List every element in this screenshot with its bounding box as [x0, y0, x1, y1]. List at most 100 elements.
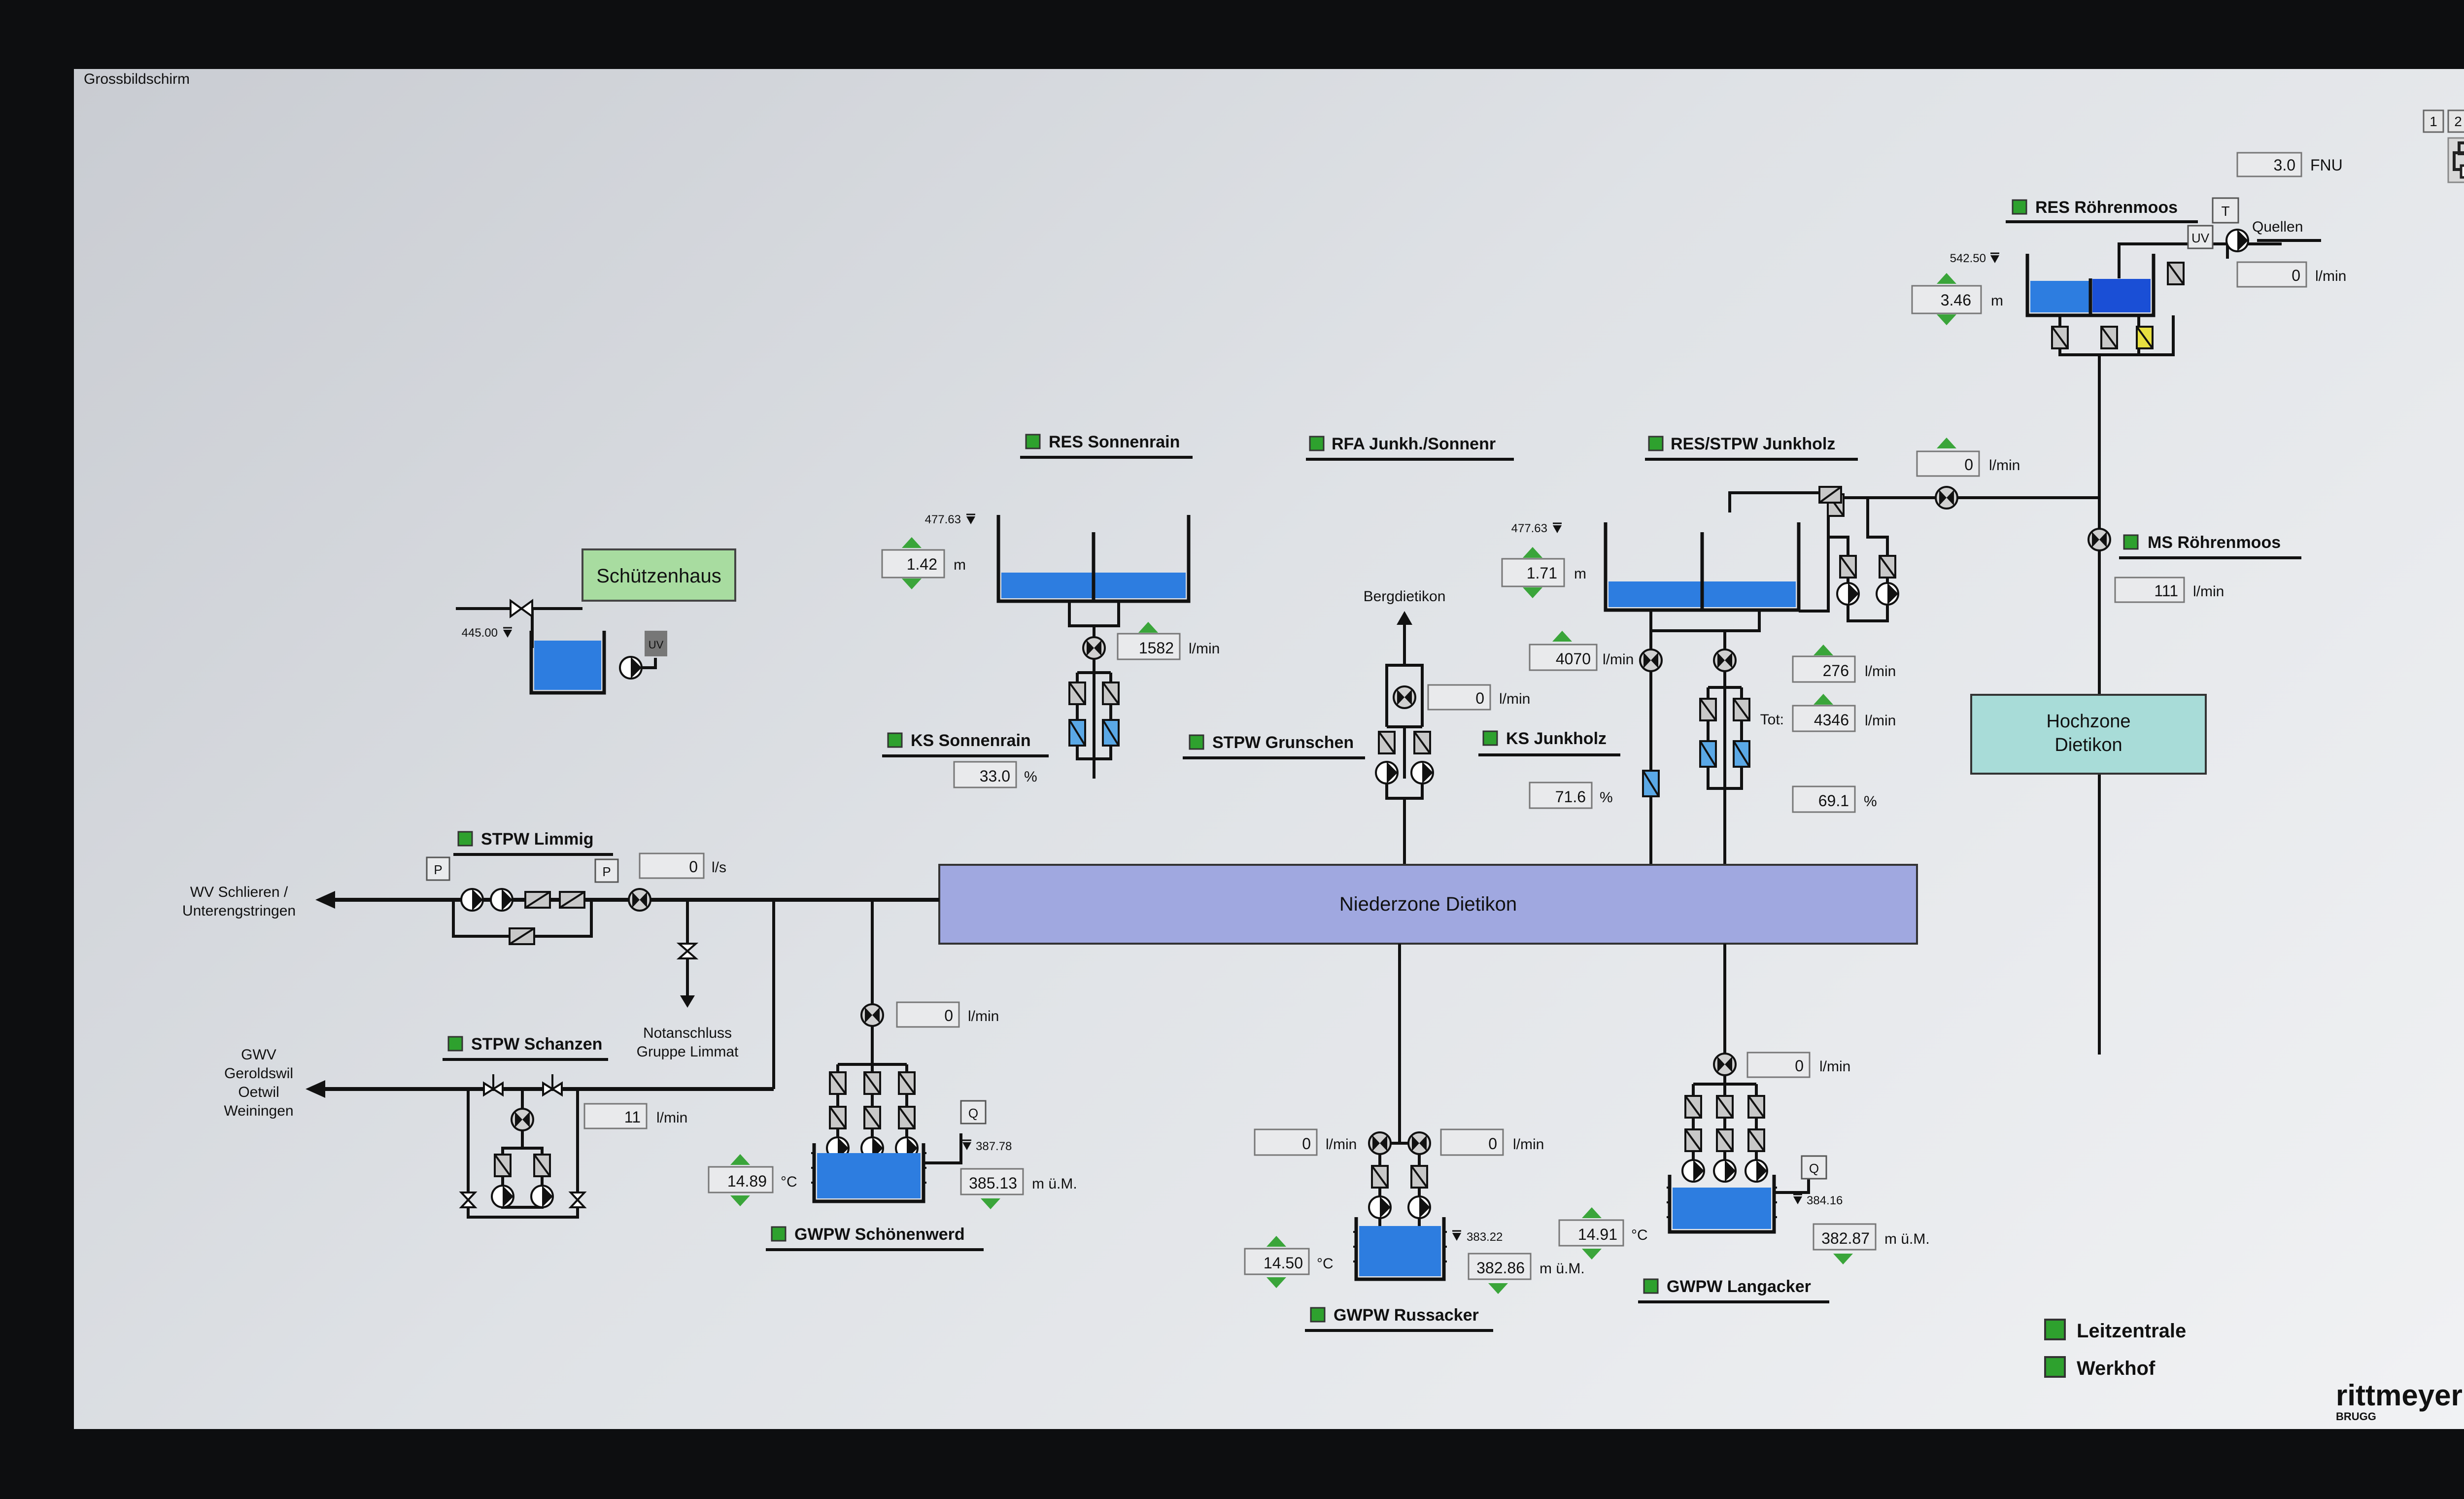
printer-icon[interactable] — [2447, 137, 2464, 183]
ms-roehrenmoos-label[interactable]: MS Röhrenmoos — [2119, 533, 2301, 559]
flow-up-arrow[interactable] — [1138, 622, 1158, 633]
temp-down-arrow[interactable] — [1266, 1277, 1286, 1288]
pump-icon[interactable] — [2225, 229, 2249, 252]
flowmeter-icon[interactable] — [860, 1003, 884, 1027]
level-down-arrow[interactable] — [902, 579, 922, 589]
flowmeter-icon[interactable] — [1713, 648, 1737, 672]
valve-icon[interactable] — [829, 1106, 847, 1129]
stpw-schanzen-label[interactable]: STPW Schanzen — [443, 1035, 608, 1061]
valve-icon[interactable] — [1102, 681, 1120, 705]
valve-icon[interactable] — [1410, 1165, 1428, 1189]
valve-icon[interactable] — [533, 1154, 551, 1177]
valve-icon[interactable] — [829, 1071, 847, 1095]
gwpw-langacker-label[interactable]: GWPW Langacker — [1638, 1277, 1829, 1303]
level-up-arrow[interactable] — [1937, 273, 1956, 284]
pump-icon[interactable] — [1410, 761, 1434, 784]
valve-icon[interactable] — [1684, 1095, 1702, 1119]
temp-down-arrow[interactable] — [730, 1195, 750, 1206]
filter-icon[interactable] — [1102, 719, 1120, 747]
flowmeter-icon[interactable] — [1368, 1131, 1392, 1155]
valve-icon[interactable] — [1818, 486, 1842, 504]
rfa-label[interactable]: RFA Junkh./Sonnenr — [1306, 435, 1514, 461]
valve-icon[interactable] — [2167, 262, 2185, 285]
pump-icon[interactable] — [1836, 582, 1860, 606]
valve-icon[interactable] — [559, 891, 585, 909]
pump-icon[interactable] — [1681, 1159, 1705, 1183]
filter-icon[interactable] — [1733, 740, 1750, 768]
pump-icon[interactable] — [1713, 1159, 1737, 1183]
pump-icon[interactable] — [1876, 582, 1899, 606]
hochzone-dietikon[interactable]: Hochzone Dietikon — [1970, 694, 2207, 775]
screen-tab-1[interactable]: 1 — [2423, 109, 2444, 133]
flowmeter-icon[interactable] — [1393, 685, 1416, 709]
level-down-arrow[interactable] — [1523, 587, 1542, 598]
level-down-arrow[interactable] — [1488, 1283, 1508, 1294]
valve-icon[interactable] — [676, 943, 699, 959]
flowmeter-icon[interactable] — [1407, 1131, 1431, 1155]
valve-icon[interactable] — [1068, 681, 1086, 705]
flowmeter-icon[interactable] — [511, 1108, 534, 1131]
valve-icon[interactable] — [459, 1192, 478, 1208]
valve-icon[interactable] — [494, 1154, 512, 1177]
temp-up-arrow[interactable] — [1582, 1207, 1602, 1218]
pump-icon[interactable] — [619, 656, 643, 680]
temp-up-arrow[interactable] — [730, 1154, 750, 1165]
valve-icon[interactable] — [898, 1071, 916, 1095]
pump-icon[interactable] — [1745, 1159, 1768, 1183]
res-junkholz-label[interactable]: RES/STPW Junkholz — [1645, 435, 1858, 461]
schuetzenhaus-label[interactable]: Schützenhaus — [582, 548, 736, 602]
flow-up-arrow[interactable] — [1552, 631, 1572, 642]
pump-icon[interactable] — [530, 1185, 554, 1208]
level-up-arrow[interactable] — [902, 537, 922, 548]
valve-icon[interactable] — [542, 1074, 563, 1097]
level-down-arrow[interactable] — [1937, 314, 1956, 325]
valve-icon[interactable] — [1684, 1128, 1702, 1152]
flowmeter-icon[interactable] — [2088, 528, 2111, 551]
pump-icon[interactable] — [1368, 1195, 1392, 1219]
valve-icon[interactable] — [1716, 1095, 1734, 1119]
valve-icon[interactable] — [1747, 1095, 1765, 1119]
valve-icon[interactable] — [1371, 1165, 1389, 1189]
valve-icon[interactable] — [1733, 698, 1750, 721]
pump-icon[interactable] — [460, 888, 484, 912]
valve-icon[interactable] — [1699, 698, 1717, 721]
valve-icon[interactable] — [524, 891, 551, 909]
valve-icon[interactable] — [898, 1106, 916, 1129]
res-sonnenrain-label[interactable]: RES Sonnenrain — [1020, 433, 1193, 459]
valve-icon[interactable] — [1716, 1128, 1734, 1152]
valve-icon[interactable] — [2051, 326, 2069, 349]
pump-icon[interactable] — [490, 888, 513, 912]
pump-icon[interactable] — [1375, 761, 1399, 784]
flowmeter-icon[interactable] — [628, 888, 651, 912]
niederzone-dietikon[interactable]: Niederzone Dietikon — [938, 864, 1918, 945]
pump-icon[interactable] — [1407, 1195, 1431, 1219]
ks-sonnenrain-label[interactable]: KS Sonnenrain — [882, 731, 1049, 757]
valve-icon[interactable] — [1413, 731, 1431, 754]
valve-icon[interactable] — [568, 1192, 587, 1208]
valve-icon[interactable] — [1378, 731, 1396, 754]
filter-icon[interactable] — [1699, 740, 1717, 768]
filter-icon[interactable] — [1068, 719, 1086, 747]
ks-junkholz-label[interactable]: KS Junkholz — [1478, 729, 1620, 756]
temp-down-arrow[interactable] — [1582, 1249, 1602, 1260]
flow-up-arrow[interactable] — [1937, 438, 1956, 448]
valve-icon[interactable] — [863, 1106, 881, 1129]
valve-icon[interactable] — [863, 1071, 881, 1095]
valve-icon[interactable] — [2136, 326, 2154, 349]
flowmeter-icon[interactable] — [1082, 636, 1106, 660]
valve-icon[interactable] — [1839, 555, 1857, 579]
valve-icon[interactable] — [509, 927, 535, 945]
filter-icon[interactable] — [1642, 770, 1660, 797]
temp-up-arrow[interactable] — [1266, 1236, 1286, 1247]
flow-up-arrow[interactable] — [1814, 694, 1833, 705]
res-roehrenmoos-label[interactable]: RES Röhrenmoos — [2006, 196, 2198, 223]
stpw-limmig-label[interactable]: STPW Limmig — [453, 830, 613, 856]
screen-tab-2[interactable]: 2 — [2447, 109, 2464, 133]
valve-icon[interactable] — [510, 600, 533, 617]
valve-icon[interactable] — [2100, 326, 2118, 349]
legend-werkhof[interactable]: Werkhof — [2044, 1356, 2156, 1379]
flowmeter-icon[interactable] — [1935, 486, 1958, 510]
stpw-grunschen-label[interactable]: STPW Grunschen — [1183, 733, 1365, 759]
flowmeter-icon[interactable] — [1713, 1053, 1737, 1076]
pump-icon[interactable] — [491, 1185, 514, 1208]
